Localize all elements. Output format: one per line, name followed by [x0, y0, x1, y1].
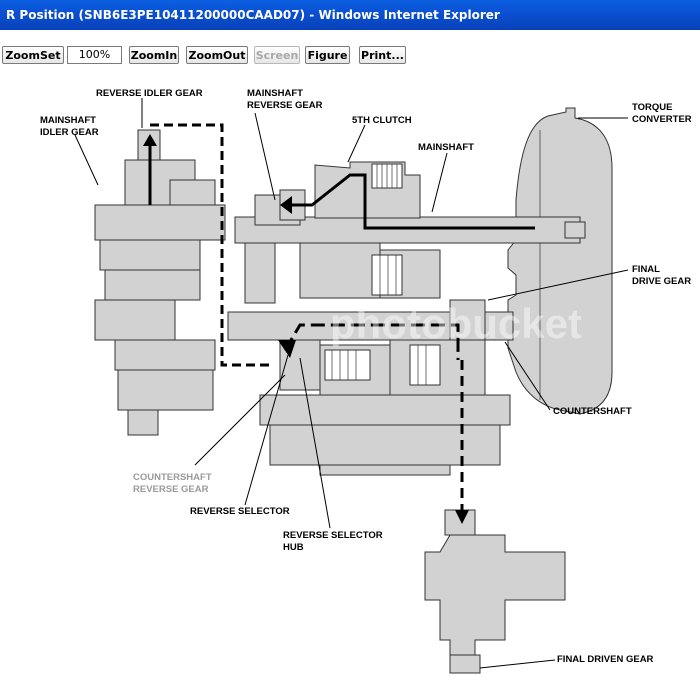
label-countershaft-reverse-gear-line1: COUNTERSHAFT	[133, 472, 212, 483]
label-reverse-selector-hub-line2: HUB	[283, 542, 304, 553]
mainshaft-idler-gear-body	[94, 204, 226, 241]
label-torque-converter-line2: CONVERTER	[632, 114, 692, 125]
power-flow-countershaft	[283, 323, 460, 360]
fifth-clutch-plates	[371, 163, 403, 189]
zoomin-button[interactable]: ZoomIn	[129, 46, 179, 64]
label-final-driven-gear: FINAL DRIVEN GEAR	[557, 654, 654, 665]
torque-converter	[507, 107, 613, 415]
label-reverse-selector-hub-line1: REVERSE SELECTOR	[283, 530, 383, 541]
figure-button[interactable]: Figure	[305, 46, 350, 64]
power-flow-idler-arrow	[143, 134, 157, 205]
label-final-drive-gear-line1: FINAL	[632, 264, 660, 275]
power-flow-mainshaft-arrowhead	[280, 196, 292, 214]
label-torque-converter-line1: TORQUE	[632, 102, 672, 113]
screen-button[interactable]: Screen	[254, 46, 300, 64]
power-flow-countershaft-arrowhead	[278, 340, 296, 358]
label-mainshaft: MAINSHAFT	[418, 142, 474, 153]
zoomset-button[interactable]: ZoomSet	[2, 46, 64, 64]
leader-lines	[74, 98, 629, 669]
label-countershaft: COUNTERSHAFT	[553, 406, 632, 417]
label-mainshaft-idler-gear-line1: MAINSHAFT	[40, 115, 96, 126]
print-button[interactable]: Print...	[359, 46, 406, 64]
label-mainshaft-idler-gear-line2: IDLER GEAR	[40, 127, 99, 138]
label-countershaft-reverse-gear-line2: REVERSE GEAR	[133, 484, 209, 495]
transmission-diagram: photobucket REVERSE IDLER GEAR MAINSHAFT…	[0, 74, 700, 691]
zoom-value-field[interactable]: 100%	[67, 46, 122, 64]
transmission-diagram-svg: photobucket REVERSE IDLER GEAR MAINSHAFT…	[40, 88, 692, 674]
power-flow-final-arrowhead	[455, 510, 469, 524]
label-final-drive-gear-line2: DRIVE GEAR	[632, 276, 691, 287]
zoomout-button[interactable]: ZoomOut	[186, 46, 248, 64]
window-title-bar: R Position (SNB6E3PE10411200000CAAD07) -…	[0, 0, 700, 30]
label-reverse-selector: REVERSE SELECTOR	[190, 506, 290, 517]
final-driven-gear-body	[424, 534, 566, 656]
label-mainshaft-reverse-gear-line1: MAINSHAFT	[247, 88, 303, 99]
window-title: R Position (SNB6E3PE10411200000CAAD07) -…	[6, 8, 500, 22]
power-flow-dashed-loop	[150, 123, 272, 367]
label-fifth-clutch: 5TH CLUTCH	[352, 115, 412, 126]
toolbar: ZoomSet 100% ZoomIn ZoomOut Screen Figur…	[0, 30, 700, 74]
label-reverse-idler-gear: REVERSE IDLER GEAR	[96, 88, 203, 99]
label-mainshaft-reverse-gear-line2: REVERSE GEAR	[247, 100, 323, 111]
watermark: photobucket	[330, 300, 582, 347]
power-flow-mainshaft	[288, 173, 535, 230]
